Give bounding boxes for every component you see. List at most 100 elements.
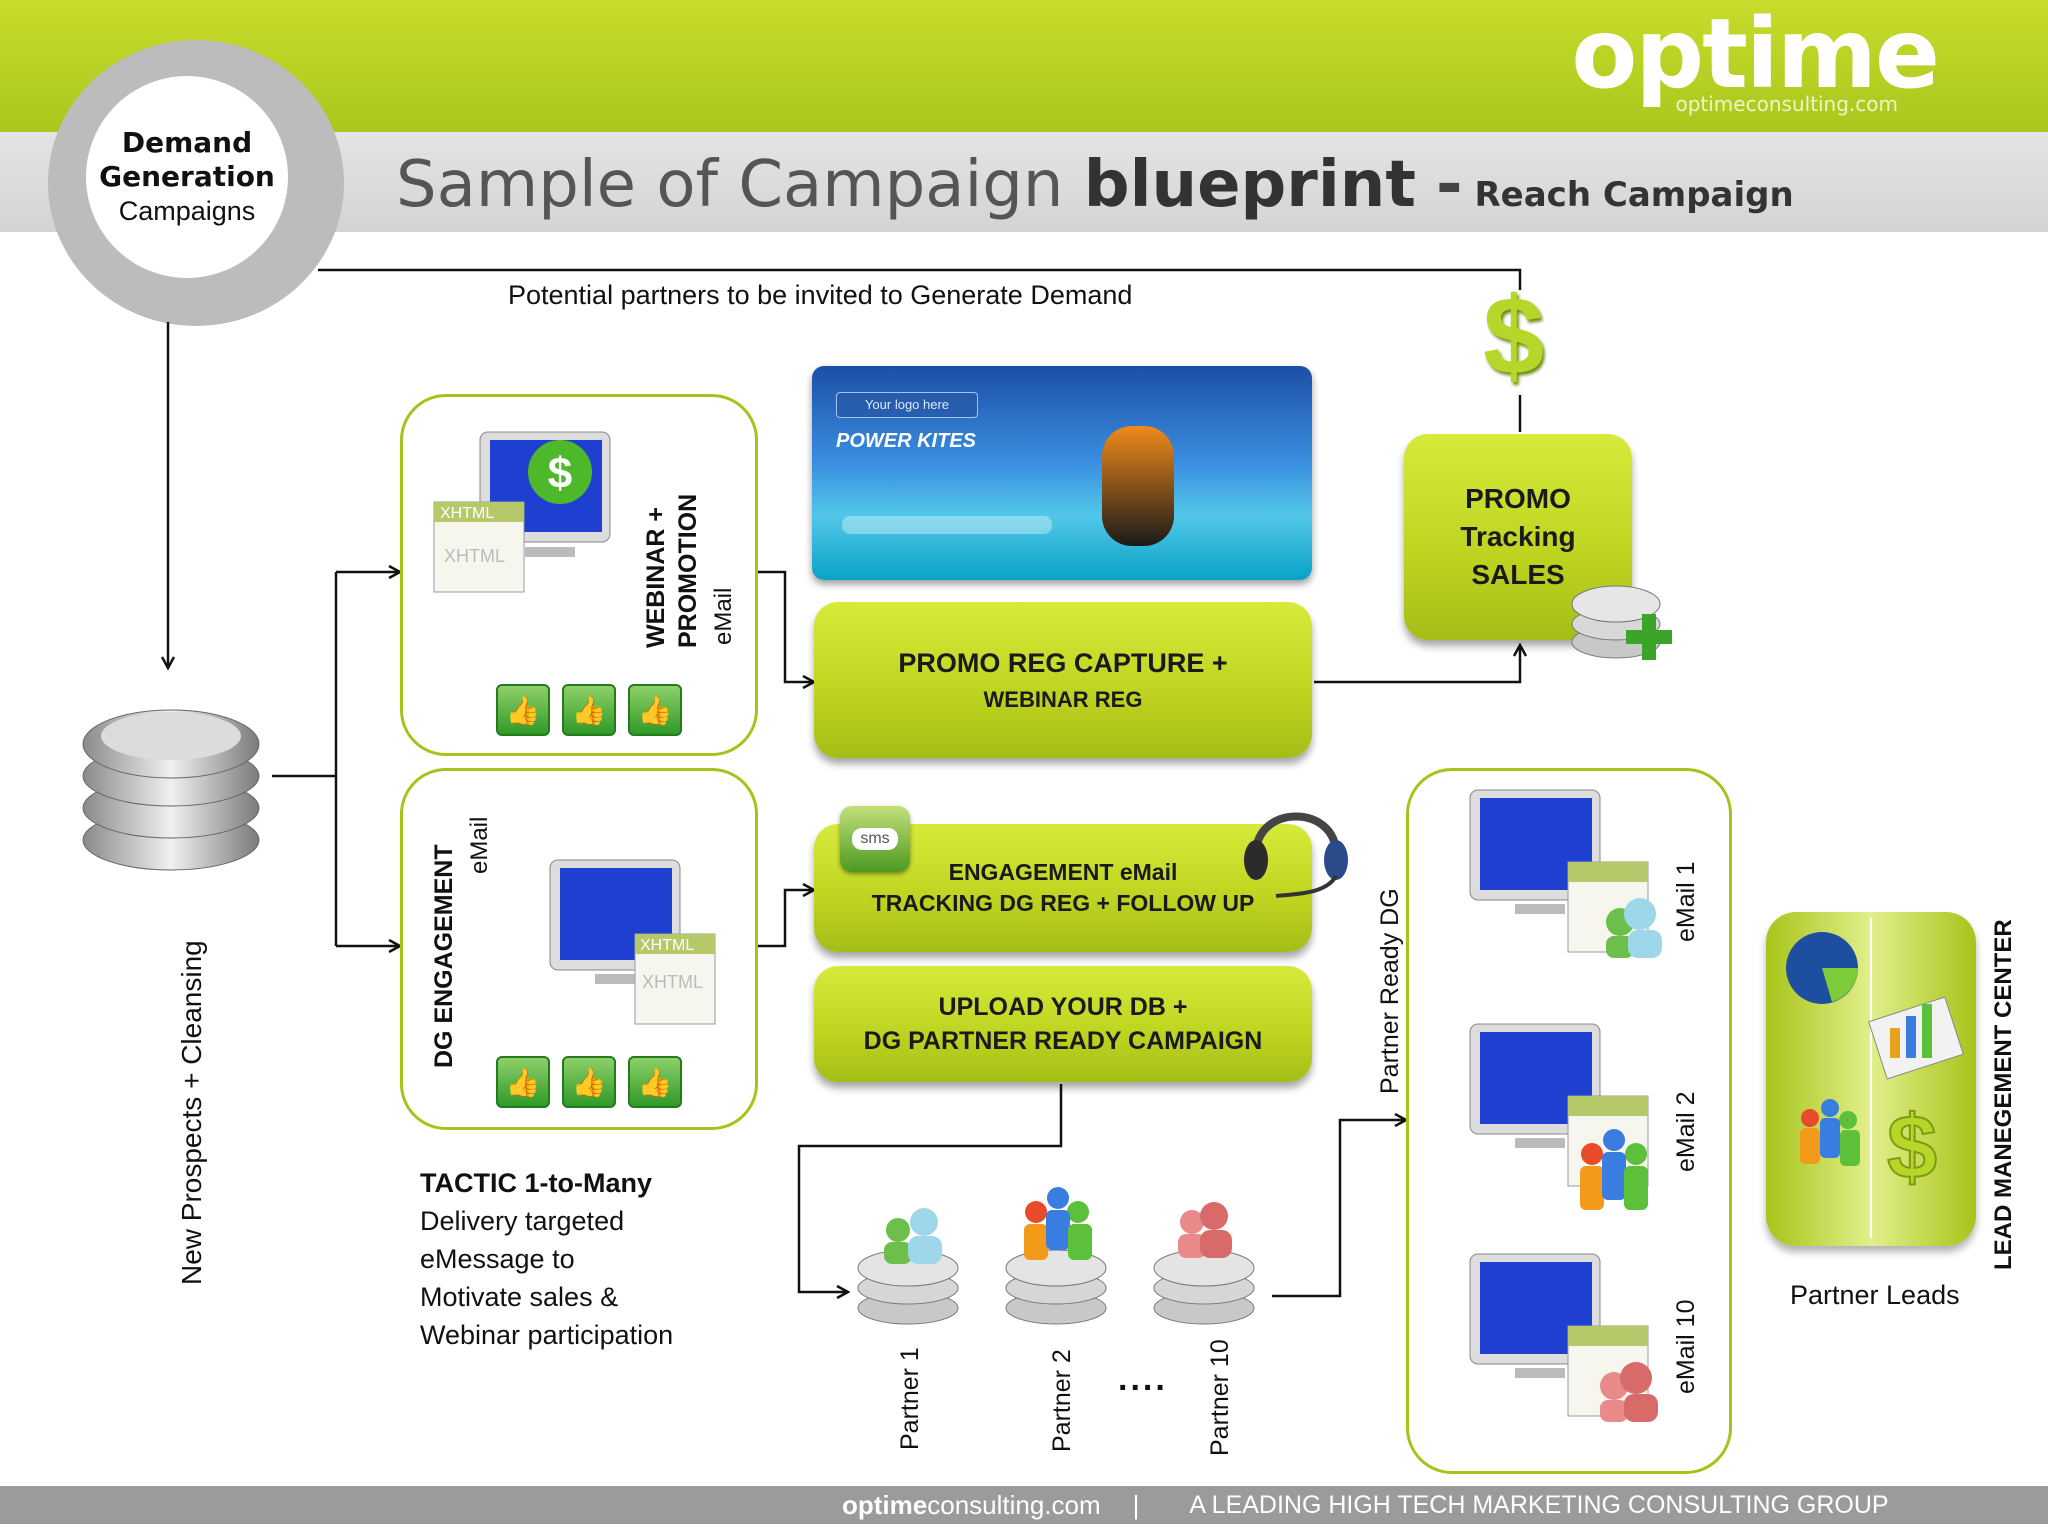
svg-text:$: $: [548, 449, 572, 498]
xhtml-label-3: XHTML: [640, 937, 694, 954]
tactic-block: TACTIC 1-to-Many Delivery targeted eMess…: [420, 1164, 673, 1354]
promo-banner-image: Your logo here POWER KITES: [812, 366, 1312, 580]
upload-to-partners-arrow: [797, 1084, 1063, 1292]
footer-domain-rest: consulting.com: [927, 1489, 1101, 1520]
promo-tracking-line-1: PROMO: [1465, 483, 1571, 514]
logo-subtitle: optimeconsulting.com: [1675, 92, 1898, 116]
webinar-to-promo-reg-arrow: [754, 570, 814, 682]
webinar-title: WEBINAR + PROMOTION: [640, 494, 704, 648]
upload-line-2: DG PARTNER READY CAMPAIGN: [863, 1027, 1263, 1055]
sms-label: sms: [852, 828, 898, 850]
partner-2-label: Partner 2: [1048, 1349, 1076, 1452]
tactic-line: eMessage to: [420, 1244, 575, 1274]
thumbs-up-icon: 👍: [562, 1056, 616, 1108]
banner-nav: [842, 516, 1052, 534]
lead-management-panel: $: [1766, 912, 1976, 1246]
partner-1-label: Partner 1: [896, 1347, 924, 1450]
xhtml-label-4: XHTML: [642, 972, 703, 992]
promo-reg-line-1: PROMO REG CAPTURE +: [898, 647, 1228, 678]
badge-line-3: Campaigns: [118, 196, 256, 226]
promo-reg-capture-box: PROMO REG CAPTURE + WEBINAR REG: [814, 602, 1312, 758]
page-title: Sample of Campaign blueprint-Reach Campa…: [396, 148, 1794, 222]
lead-center-icons: $: [1786, 932, 1964, 1199]
new-prospects-label: New Prospects + Cleansing: [176, 940, 207, 1285]
top-flow-line: [318, 268, 1522, 290]
partner-1-db-icon: [857, 1208, 959, 1325]
sms-icon: sms: [840, 806, 910, 872]
webinar-title-line-1: WEBINAR +: [642, 507, 670, 648]
banner-logo-placeholder: Your logo here: [836, 392, 978, 418]
dollar-icon: $: [1887, 1098, 1937, 1198]
webinar-title-line-2: PROMOTION: [674, 493, 702, 648]
thumbs-up-icon: 👍: [628, 1056, 682, 1108]
dg-to-engagement-arrow: [754, 890, 814, 948]
footer-separator: |: [1132, 1489, 1140, 1520]
pie-chart-icon: [1786, 932, 1858, 1004]
kitesurfer-figure: [1102, 426, 1174, 546]
webinar-thumbs: 👍 👍 👍: [496, 684, 682, 736]
engagement-line-1: ENGAGEMENT eMail: [948, 859, 1178, 885]
badge-line-1: Demand: [121, 126, 253, 159]
email-2-label: eMail 2: [1672, 1091, 1700, 1172]
thumbs-up-icon: 👍: [628, 684, 682, 736]
dg-engagement-channel: eMail: [466, 816, 493, 874]
partner-leads-caption: Partner Leads: [1790, 1280, 1960, 1310]
headset-icon: [1244, 812, 1348, 898]
xhtml-label-2: XHTML: [444, 546, 505, 566]
title-prefix: Sample of Campaign: [396, 148, 1064, 222]
bar-chart-icon: [1868, 996, 1964, 1080]
upload-db-box: UPLOAD YOUR DB + DG PARTNER READY CAMPAI…: [814, 966, 1312, 1082]
webinar-channel: eMail: [710, 587, 737, 645]
upload-line-1: UPLOAD YOUR DB +: [938, 993, 1188, 1021]
computer-dollar-icon: $ XHTML XHTML: [433, 431, 611, 593]
thumbs-up-icon: 👍: [496, 1056, 550, 1108]
partner-ready-label: Partner Ready DG: [1376, 888, 1404, 1094]
tactic-line: Delivery targeted: [420, 1206, 625, 1236]
database-icon: [82, 709, 260, 871]
badge-line-2: Generation: [99, 160, 275, 193]
partner-databases: [857, 1187, 1255, 1325]
panel-divider: [1870, 918, 1872, 1238]
partner-2-db-icon: [1005, 1187, 1107, 1325]
title-bold: blueprint: [1083, 148, 1416, 222]
dollar-icon: $: [1483, 275, 1545, 398]
partner-10-label: Partner 10: [1206, 1339, 1234, 1456]
email-10-computer-icon: [1469, 1253, 1658, 1422]
partners-to-emails-arrow: [1272, 1120, 1406, 1298]
xhtml-label-1: XHTML: [440, 505, 494, 522]
email-2-computer-icon: [1469, 1023, 1649, 1210]
email-1-label: eMail 1: [1672, 861, 1700, 942]
promo-tracking-line-3: SALES: [1471, 559, 1565, 590]
banner-brand: POWER KITES: [836, 430, 977, 452]
computer-xhtml-icon: XHTML XHTML: [549, 859, 716, 1025]
email-10-label: eMail 10: [1672, 1299, 1700, 1395]
email-1-computer-icon: [1469, 789, 1662, 958]
tactic-heading: TACTIC 1-to-Many: [420, 1168, 652, 1198]
partner-10-db-icon: [1153, 1202, 1255, 1325]
thumbs-up-icon: 👍: [496, 684, 550, 736]
engagement-box: ENGAGEMENT eMail TRACKING DG REG + FOLLO…: [814, 824, 1312, 952]
people-icon: [1800, 1099, 1860, 1166]
dg-thumbs: 👍 👍 👍: [496, 1056, 682, 1108]
title-dash: -: [1435, 148, 1463, 222]
footer-domain-bold: optime: [842, 1489, 928, 1520]
campaign-badge-label: Demand Generation Campaigns: [86, 76, 288, 278]
tactic-line: Webinar participation: [420, 1320, 674, 1350]
engagement-line-2: TRACKING DG REG + FOLLOW UP: [871, 890, 1255, 916]
dg-engagement-title: DG ENGAGEMENT: [430, 844, 458, 1068]
title-subtitle: Reach Campaign: [1474, 175, 1794, 215]
partners-ellipsis: ....: [1118, 1360, 1168, 1398]
promo-reg-to-tracking-arrow: [1314, 645, 1520, 684]
footer-tagline: A LEADING HIGH TECH MARKETING CONSULTING…: [1189, 1490, 1889, 1519]
header-band: [0, 0, 2048, 132]
database-add-icon: [1571, 585, 1672, 660]
optime-logo: optime: [1571, 0, 1940, 110]
top-flow-label: Potential partners to be invited to Gene…: [508, 280, 1133, 310]
tactic-line: Motivate sales &: [420, 1282, 619, 1312]
promo-tracking-line-2: Tracking: [1460, 521, 1576, 552]
promo-reg-line-2: WEBINAR REG: [983, 686, 1143, 712]
lead-center-label: LEAD MANEGEMENT CENTER: [1990, 919, 2017, 1270]
thumbs-up-icon: 👍: [562, 684, 616, 736]
